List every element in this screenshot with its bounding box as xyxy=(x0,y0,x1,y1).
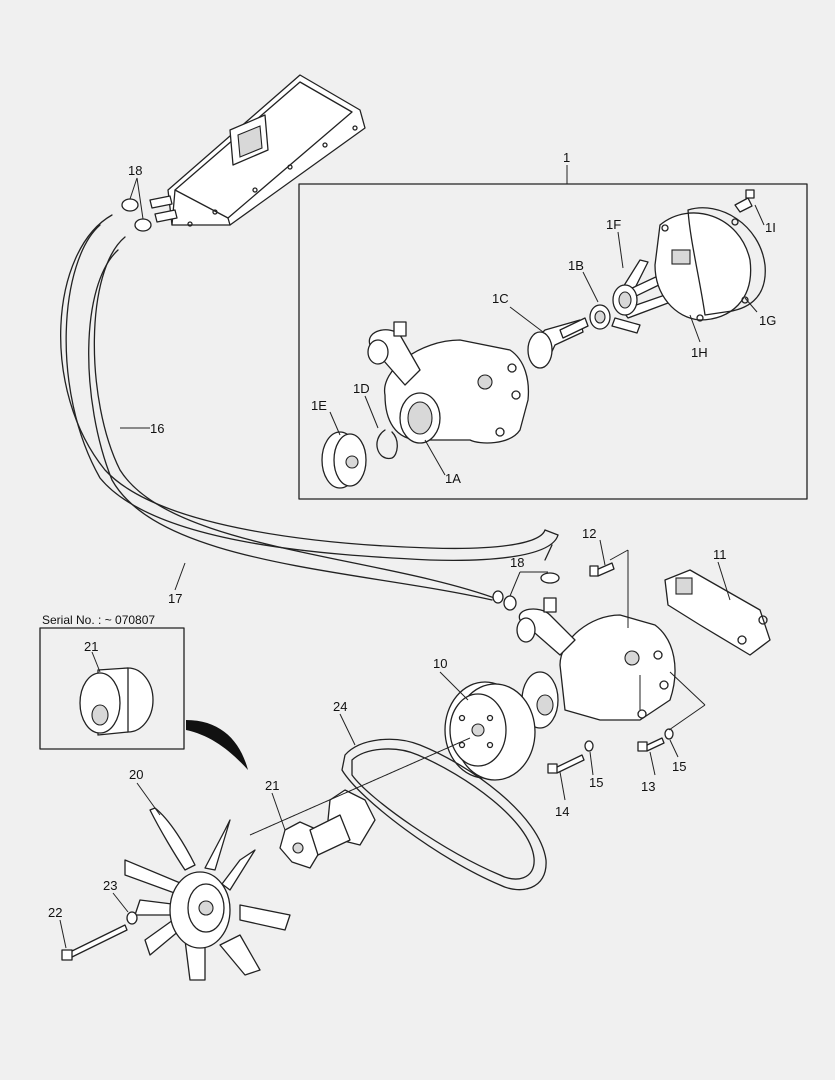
bolt-12 xyxy=(589,562,615,577)
bolt-1I xyxy=(734,189,755,213)
bolt-14 xyxy=(547,754,585,774)
label-1: 1 xyxy=(563,150,570,165)
label-1A: 1A xyxy=(445,471,461,486)
washer-23 xyxy=(126,911,138,925)
label-21: 21 xyxy=(265,778,279,793)
hose-16 xyxy=(60,214,559,561)
label-1I: 1I xyxy=(765,220,776,235)
spacer-21 xyxy=(279,789,376,869)
leader-lines xyxy=(59,204,765,949)
detail-box-item-1 xyxy=(298,183,808,500)
water-pump-assembly xyxy=(516,597,676,729)
label-1D: 1D xyxy=(353,381,370,396)
label-22: 22 xyxy=(48,905,62,920)
gasket-1G xyxy=(687,207,766,316)
header-tank xyxy=(149,74,366,227)
label-1H: 1H xyxy=(691,345,708,360)
label-24: 24 xyxy=(333,699,347,714)
label-15-right: 15 xyxy=(672,759,686,774)
label-1E: 1E xyxy=(311,398,327,413)
hose-17 xyxy=(88,236,504,604)
label-12: 12 xyxy=(582,526,596,541)
gasket-11 xyxy=(664,569,771,656)
label-23: 23 xyxy=(103,878,117,893)
label-10: 10 xyxy=(433,656,447,671)
spacer-21-serial-variant xyxy=(79,667,154,736)
label-1B: 1B xyxy=(568,258,584,273)
label-18-bottom: 18 xyxy=(510,555,524,570)
pump-body-1A xyxy=(367,321,530,444)
bolt-13 xyxy=(637,737,665,752)
snap-ring-1D xyxy=(376,429,398,460)
label-1F: 1F xyxy=(606,217,621,232)
label-17: 17 xyxy=(168,591,182,606)
pulley-10 xyxy=(444,681,536,781)
label-20: 20 xyxy=(129,767,143,782)
flange-1E xyxy=(321,431,367,489)
fan-20 xyxy=(124,807,291,981)
serial-note: Serial No. : ~ 070807 xyxy=(42,613,155,627)
hose-clamps-18-bottom xyxy=(503,571,560,611)
washer-15-left xyxy=(584,740,594,752)
v-belt-24 xyxy=(341,738,547,891)
label-21-serial: 21 xyxy=(84,639,98,654)
curved-arrow xyxy=(186,720,248,770)
label-13: 13 xyxy=(641,779,655,794)
washer-15-right xyxy=(664,728,674,740)
cover-plate-1H xyxy=(654,212,752,322)
serial-detail-box xyxy=(39,627,185,750)
label-18-top: 18 xyxy=(128,163,142,178)
label-16: 16 xyxy=(150,421,164,436)
seal-1B xyxy=(589,304,611,330)
label-15-left: 15 xyxy=(589,775,603,790)
bolt-22 xyxy=(61,924,128,961)
hose-clamps-18-top xyxy=(121,177,152,232)
label-11: 11 xyxy=(713,547,727,562)
label-1C: 1C xyxy=(492,291,509,306)
label-14: 14 xyxy=(555,804,569,819)
shaft-bearing-1C xyxy=(527,317,589,369)
label-1G: 1G xyxy=(759,313,776,328)
